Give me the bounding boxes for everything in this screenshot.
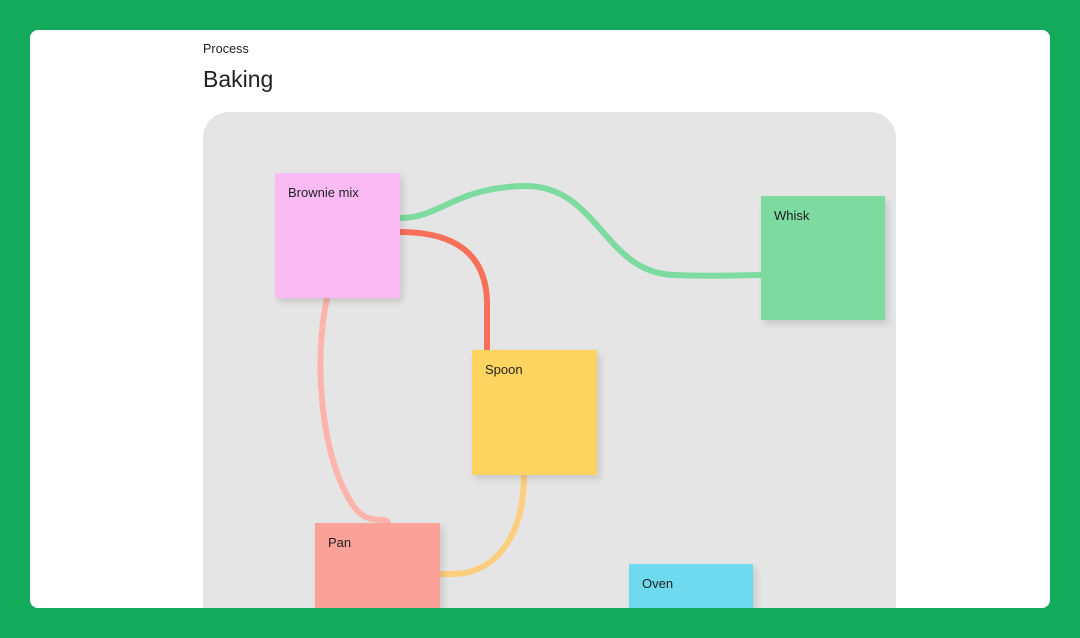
- breadcrumb: Process: [203, 42, 249, 56]
- connector-spoon-to-pan: [437, 472, 527, 577]
- sticky-note-whisk[interactable]: Whisk: [761, 196, 885, 320]
- sticky-note-oven[interactable]: Oven: [629, 564, 753, 608]
- sticky-note-pan[interactable]: Pan: [315, 523, 440, 608]
- sticky-note-label: Oven: [642, 576, 674, 591]
- diagram-canvas[interactable]: Brownie mix Whisk Spoon Pan Oven: [203, 112, 896, 608]
- sticky-note-spoon[interactable]: Spoon: [472, 350, 597, 475]
- sticky-note-label: Brownie mix: [288, 185, 359, 200]
- connector-brownie-mix-to-pan: [317, 295, 391, 526]
- content-card: Process Baking Brownie mix Whisk Spoon P…: [30, 30, 1050, 608]
- page-header: Process Baking: [203, 41, 273, 94]
- connector-brownie-mix-to-whisk: [397, 182, 764, 279]
- page-title: Baking: [203, 66, 274, 92]
- sticky-note-label: Whisk: [774, 208, 810, 223]
- sticky-note-label: Pan: [328, 535, 352, 550]
- sticky-note-brownie-mix[interactable]: Brownie mix: [275, 173, 400, 298]
- sticky-note-label: Spoon: [485, 362, 523, 377]
- connector-brownie-mix-to-spoon: [397, 229, 490, 353]
